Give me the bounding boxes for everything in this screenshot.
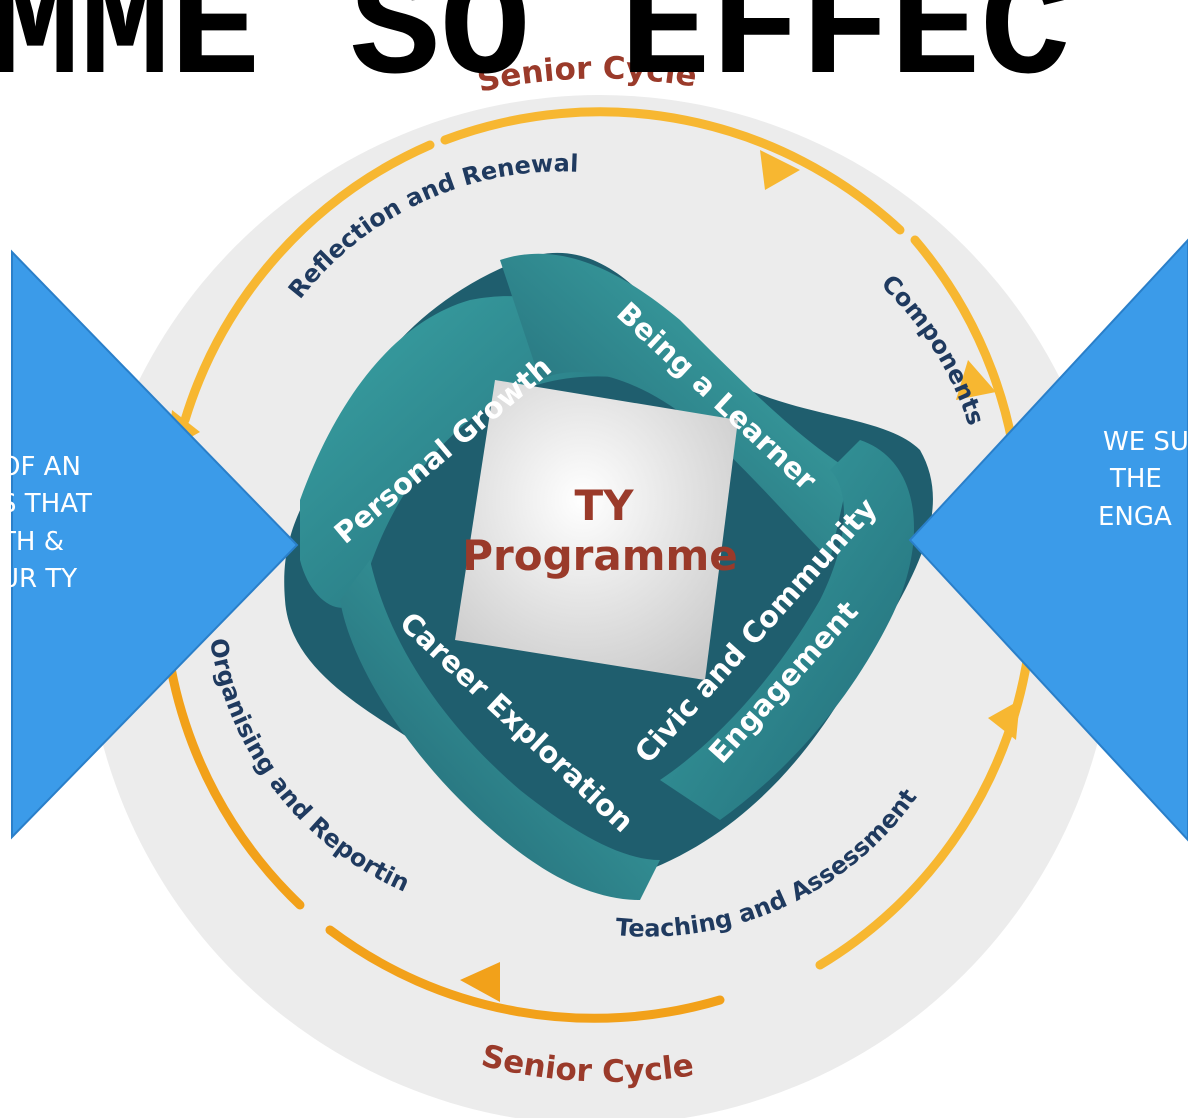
right-callout-line2: THE: [1109, 464, 1162, 494]
banner-title: MME SO EFFEC: [0, 0, 1070, 118]
band-being-learner: [500, 253, 850, 560]
right-callout-line3: ENGA: [1098, 502, 1172, 532]
left-callout[interactable]: [11, 249, 299, 840]
center-square: [455, 380, 738, 680]
center-title-line2: Programme: [462, 531, 737, 580]
band-civic: [660, 440, 914, 820]
right-callout-line1: WE SU: [1103, 427, 1188, 457]
left-callout-line4: UR TY: [0, 564, 77, 594]
center-title-line1: TY: [574, 481, 634, 530]
band-career: [340, 560, 660, 900]
left-callout-line1: OF AN: [0, 452, 81, 482]
left-callout-line2: S THAT: [0, 489, 92, 519]
left-callout-line3: TH &: [0, 527, 64, 557]
right-callout[interactable]: [908, 238, 1188, 842]
